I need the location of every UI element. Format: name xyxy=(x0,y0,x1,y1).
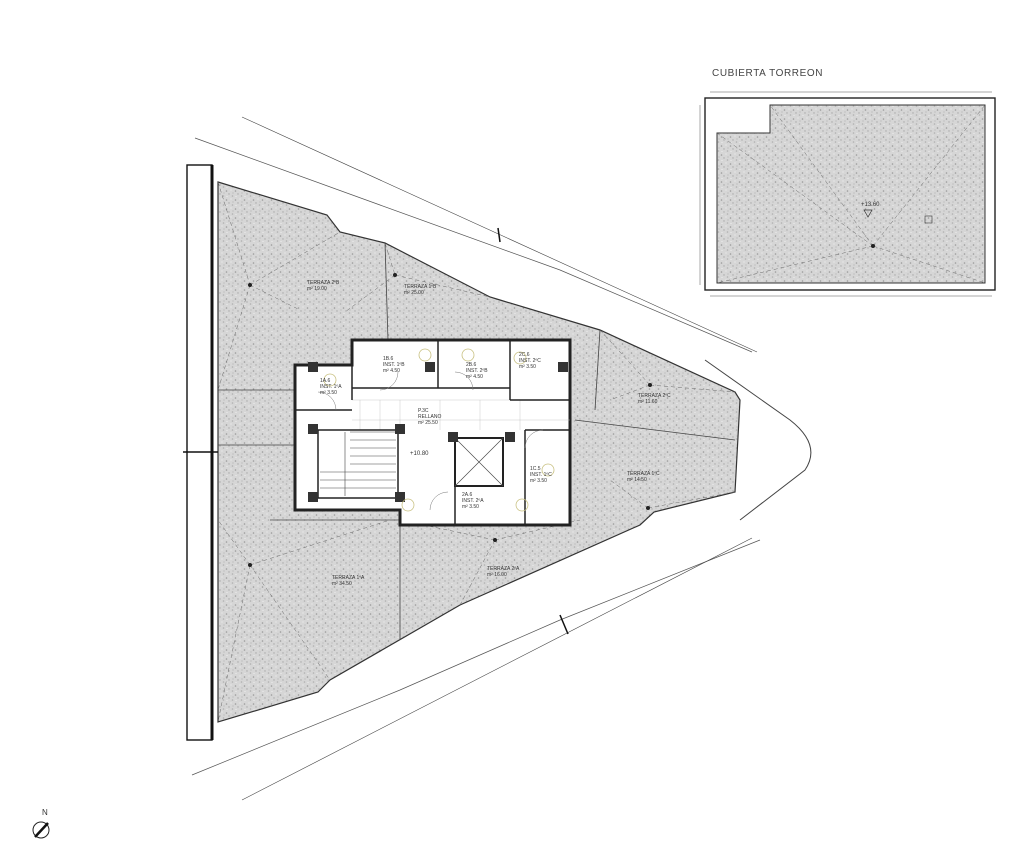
room-label-terraza-1c-code: TERRAZA 1ºC xyxy=(627,471,660,477)
room-label-inst-1b-name: INST. 1ºB xyxy=(383,362,405,368)
room-label-inst-2a-name: INST. 2ºA xyxy=(462,498,484,504)
plan-title: CUBIERTA TORREON xyxy=(712,68,823,79)
room-label-inst-2a-area: m² 3.50 xyxy=(462,504,479,510)
room-label-terraza-2b-area: m² 19.00 xyxy=(307,286,327,292)
room-label-rellano-name: RELLANO xyxy=(418,414,441,420)
room-label-inst-1a-area: m² 3.50 xyxy=(320,390,337,396)
room-label-terraza-1a-area: m² 34.50 xyxy=(332,581,352,587)
room-label-inst-2c-code: 2C.6 xyxy=(519,352,530,358)
drains xyxy=(248,273,652,567)
room-label-terraza-2a-area: m² 16.00 xyxy=(487,572,507,578)
room-label-inst-1c-name: INST. 1ºC xyxy=(530,472,552,478)
room-label-inst-2b-area: m² 4.50 xyxy=(466,374,483,380)
room-label-inst-1b-code: 1B.6 xyxy=(383,356,394,362)
room-label-inst-1c-code: 1C.5 xyxy=(530,466,541,472)
north-label: N xyxy=(42,808,48,817)
street-line-north xyxy=(194,137,753,353)
room-label-terraza-2c-code: TERRAZA 2ºC xyxy=(638,393,671,399)
room-label-inst-2b-name: INST. 2ºB xyxy=(466,368,488,374)
room-label-inst-1c-area: m² 3.50 xyxy=(530,478,547,484)
landing-elevation: +10.80 xyxy=(410,451,429,457)
room-label-inst-1a-code: 1A.6 xyxy=(320,378,331,384)
stair-core xyxy=(293,338,572,527)
room-label-inst-2c-area: m² 3.50 xyxy=(519,364,536,370)
room-label-terraza-1b-area: m² 25.00 xyxy=(404,290,424,296)
room-label-terraza-1b-code: TERRAZA 1ºB xyxy=(404,284,437,290)
torreon-elevation: +13.60 xyxy=(861,202,880,208)
room-label-rellano-code: P.3C xyxy=(418,408,429,414)
room-label-inst-2c-name: INST. 2ºC xyxy=(519,358,541,364)
room-label-terraza-2b-code: TERRAZA 2ºB xyxy=(307,280,340,286)
room-label-terraza-2c-area: m² 11.60 xyxy=(638,399,658,405)
street-line-south xyxy=(191,539,761,776)
north-arrow: N xyxy=(32,808,50,839)
room-label-inst-1b-area: m² 4.50 xyxy=(383,368,400,374)
corner-curve xyxy=(704,359,812,521)
room-label-terraza-2a-code: TERRAZA 2ºA xyxy=(487,566,520,572)
room-label-inst-2b-code: 2B.6 xyxy=(466,362,477,368)
room-label-rellano-area: m² 25.50 xyxy=(418,420,438,426)
room-label-inst-1a-name: INST. 1ºA xyxy=(320,384,342,390)
torreon-roof xyxy=(699,91,996,297)
room-label-terraza-1c-area: m² 14.50 xyxy=(627,477,647,483)
room-label-inst-2a-code: 2A.6 xyxy=(462,492,473,498)
room-label-terraza-1a-code: TERRAZA 1ºA xyxy=(332,575,365,581)
